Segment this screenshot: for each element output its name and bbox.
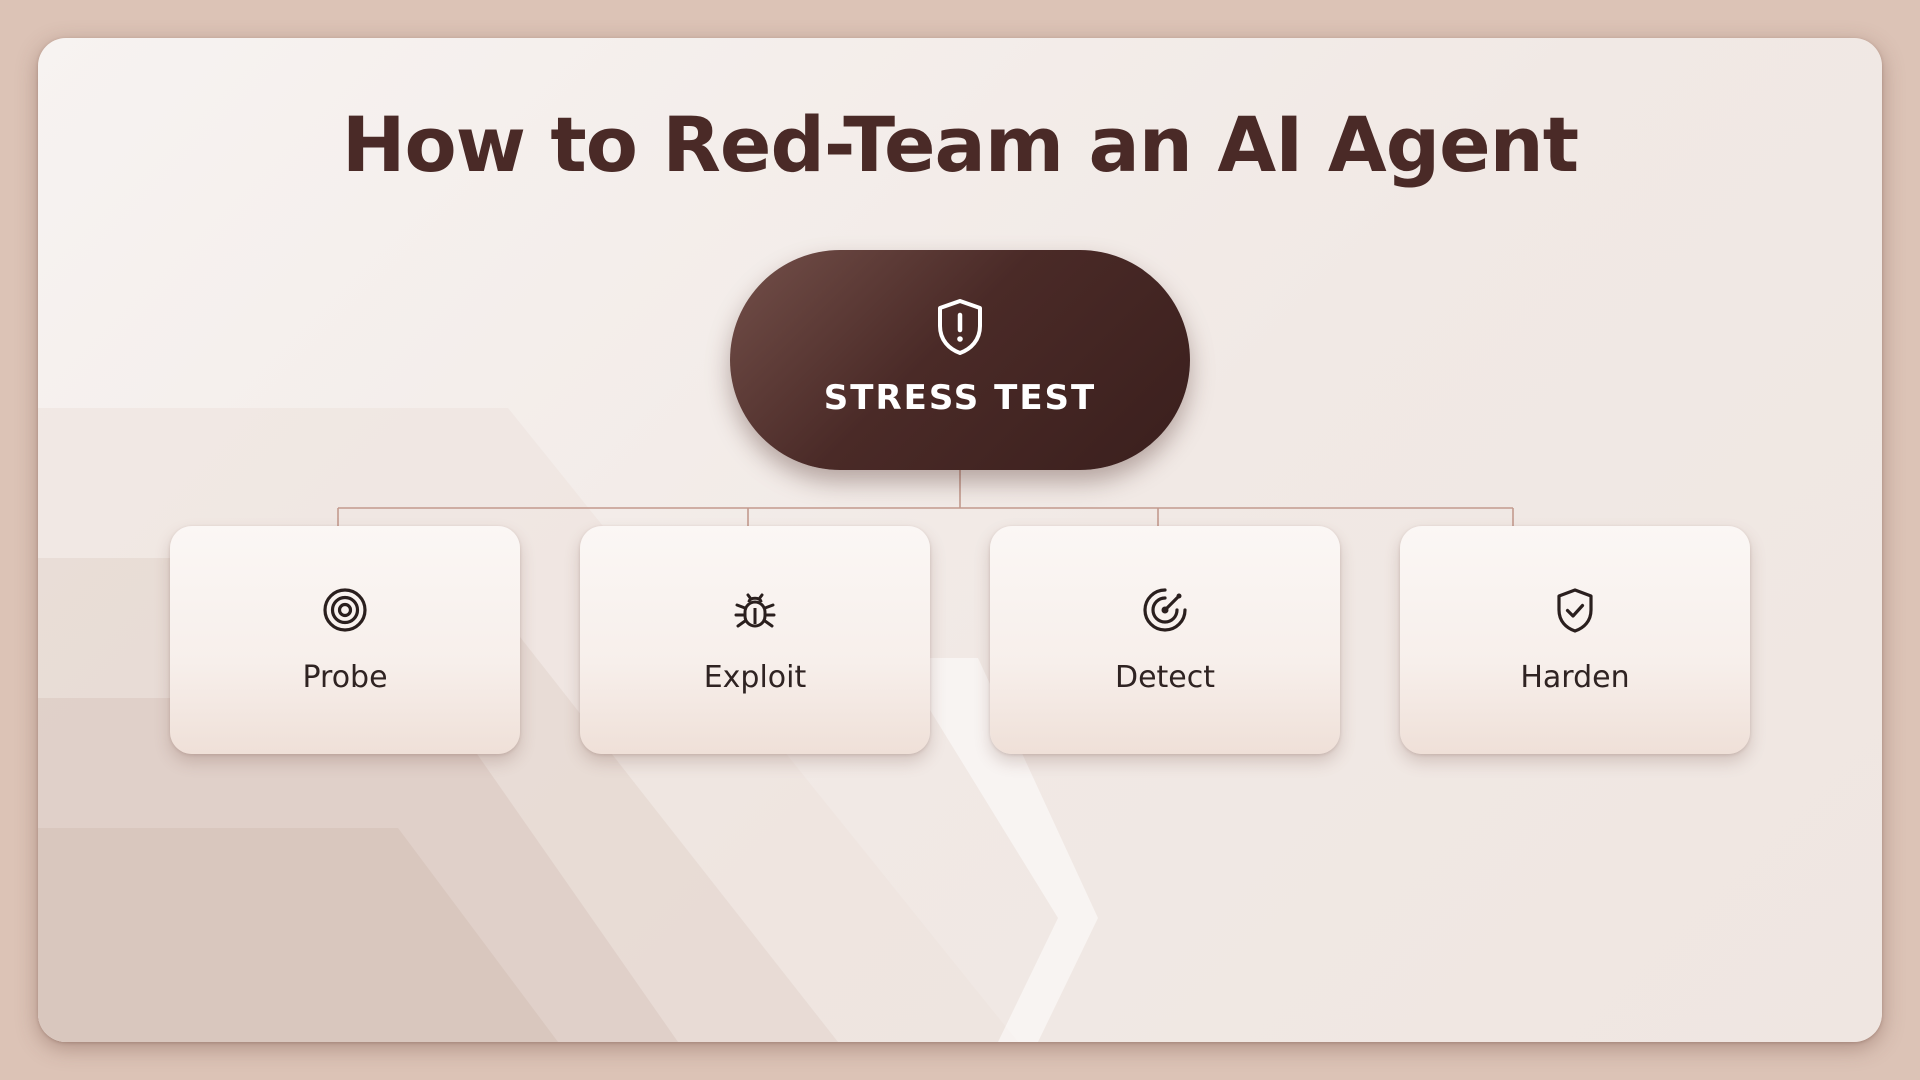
- step-card-exploit: Exploit: [580, 526, 930, 754]
- page-title: How to Red-Team an AI Agent: [341, 100, 1579, 189]
- step-card-harden: Harden: [1400, 526, 1750, 754]
- shield-alert-icon: [938, 299, 982, 355]
- step-card-probe: Probe: [170, 526, 520, 754]
- shield-check-icon: [1557, 588, 1593, 633]
- target-icon: [323, 588, 367, 632]
- radar-icon: [1143, 588, 1187, 632]
- slide-card: How to Red-Team an AI Agent STRESS TEST …: [38, 38, 1882, 1042]
- step-label-probe: Probe: [302, 660, 388, 695]
- stress-test-hub: STRESS TEST: [730, 250, 1190, 470]
- bug-icon: [734, 593, 776, 628]
- hub-label: STRESS TEST: [823, 378, 1097, 418]
- step-label-detect: Detect: [1114, 660, 1216, 695]
- step-label-exploit: Exploit: [703, 660, 807, 695]
- step-card-detect: Detect: [990, 526, 1340, 754]
- step-label-harden: Harden: [1520, 660, 1630, 695]
